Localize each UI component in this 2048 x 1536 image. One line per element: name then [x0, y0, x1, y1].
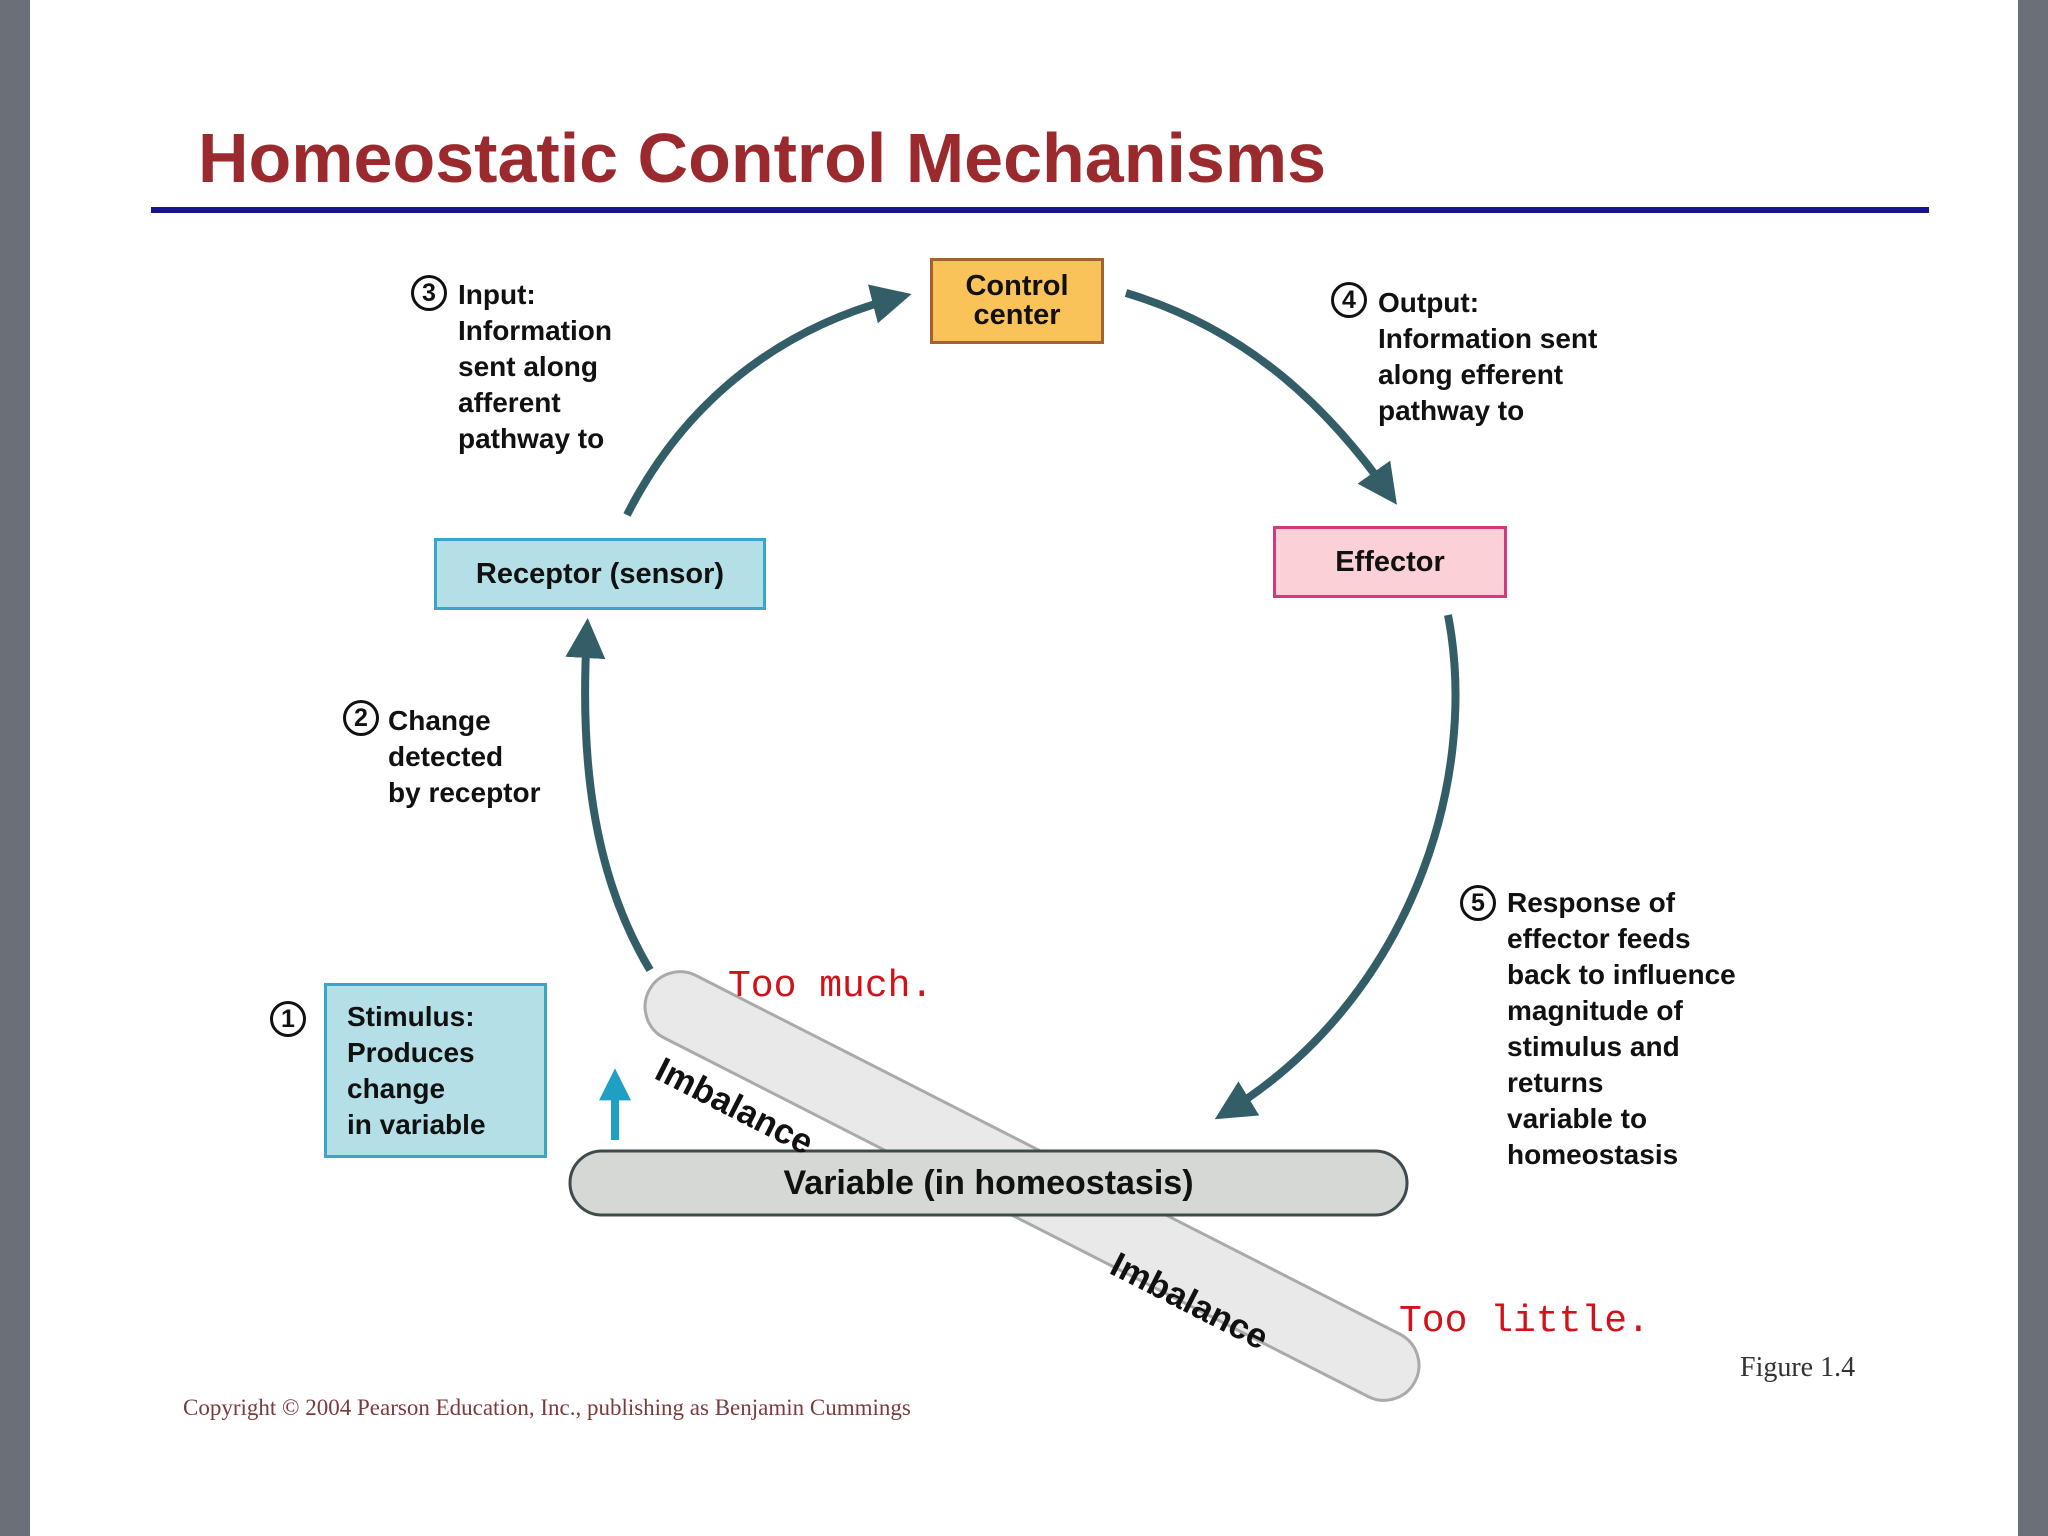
step-4-number: 4	[1331, 282, 1367, 318]
step-1-number: 1	[270, 1001, 306, 1037]
title-rule	[151, 207, 1929, 213]
arrow-receptor-to-control	[623, 284, 912, 517]
control-center-box: Control center	[930, 258, 1104, 344]
slide-title: Homeostatic Control Mechanisms	[198, 119, 1326, 197]
variable-bar	[568, 1149, 1409, 1217]
too-much-label: Too much.	[728, 965, 934, 1008]
copyright-text: Copyright © 2004 Pearson Education, Inc.…	[183, 1395, 911, 1420]
effector-box: Effector	[1273, 526, 1507, 598]
step-3-number: 3	[411, 275, 447, 311]
receptor-box: Receptor (sensor)	[434, 538, 766, 610]
step-2-label: Change detected by receptor	[388, 705, 541, 808]
slide: Homeostatic Control Mechanisms Too much.…	[30, 0, 2018, 1536]
step-5-number: 5	[1460, 885, 1496, 921]
diagram-svg	[565, 284, 1460, 1402]
step-2-number: 2	[343, 700, 379, 736]
arrow-effector-to-variable	[1214, 614, 1460, 1120]
figure-label: Figure 1.4	[1740, 1352, 1856, 1383]
step-4-label: Output: Information sent along efferent …	[1378, 287, 1598, 426]
stimulus-box: Stimulus: Produces change in variable	[324, 983, 547, 1158]
variable-label: Variable (in homeostasis)	[783, 1163, 1194, 1202]
step-5-label: Response of effector feeds back to influ…	[1507, 887, 1736, 1170]
arrow-control-to-effector	[1124, 289, 1397, 505]
arrow-stimulus-to-receptor	[565, 618, 654, 973]
step-3-label: Input: Information sent along afferent p…	[458, 279, 612, 454]
too-little-label: Too little.	[1399, 1300, 1650, 1343]
